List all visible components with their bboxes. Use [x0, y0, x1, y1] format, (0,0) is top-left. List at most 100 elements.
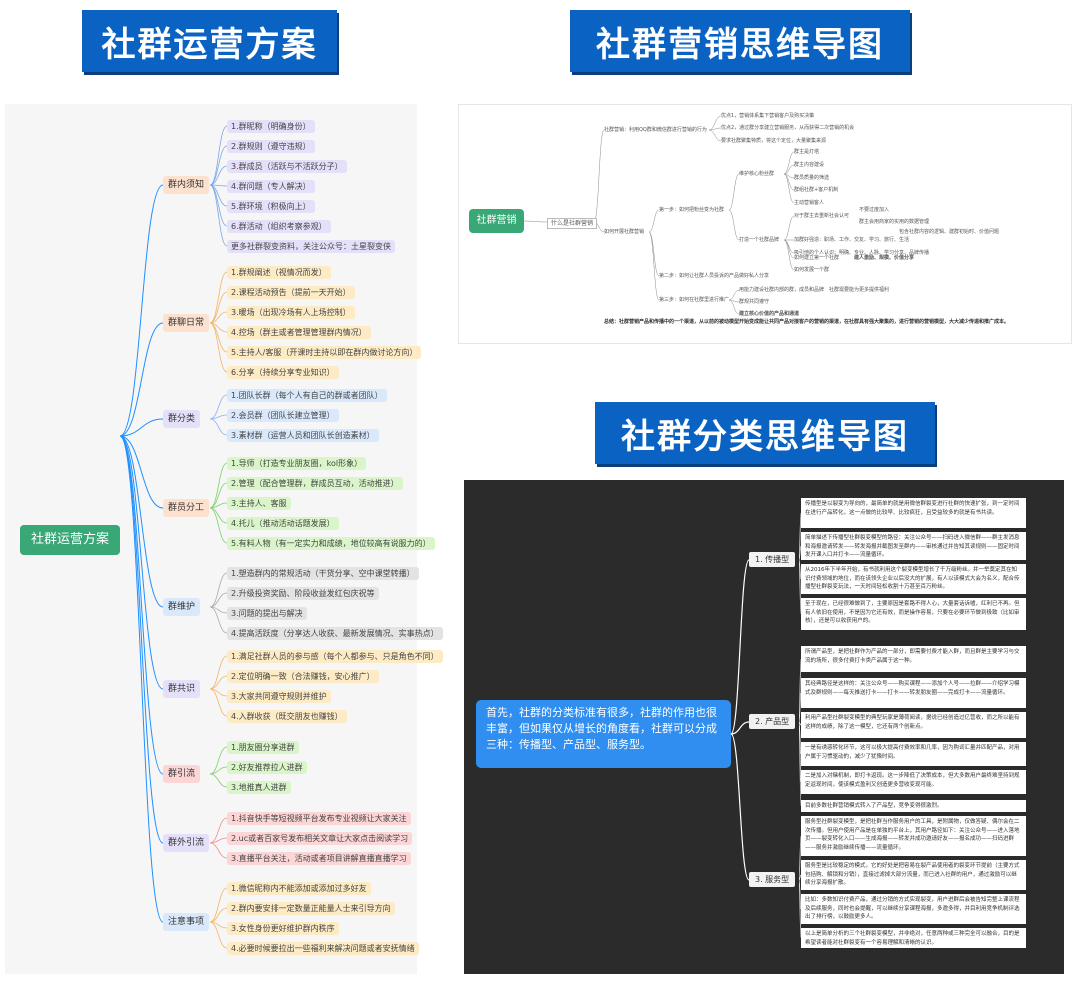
connector-line	[648, 209, 660, 233]
dark-text-box: 所谓产品型，是把社群作为产品的一部分，即需要付费才能入群，而且群是主要学习与交流…	[801, 646, 1026, 672]
left-item-node: 3.群成员（活跃与不活跃分子）	[227, 160, 347, 173]
connector-line	[209, 502, 228, 509]
left-item-node: 1.抖音快手等短视频平台发布专业视频让大家关注	[227, 812, 411, 825]
connector-line	[523, 220, 548, 223]
left-item-node: 4.群问题（专人解决）	[227, 180, 315, 193]
left-item-node: 4.托儿（推动活动话题发展）	[227, 517, 339, 530]
connector-line	[728, 299, 740, 303]
left-item-node: 3.素材群（运营人员和团队长创造素材）	[227, 429, 379, 442]
title-left-banner: 社群运营方案	[82, 10, 337, 72]
left-item-node: 3.问题的提出与解决	[227, 607, 307, 620]
connector-line	[728, 299, 740, 315]
dark-text-box: 传播型是以裂变为导向的，最简单的就是用微信群裂变进行社群的快速扩张，到一定时间在…	[801, 498, 1026, 528]
connector-line	[209, 184, 228, 207]
dark-root-node: 首先，社群的分类标准有很多，社群的作用也很丰富，但如果仅从增长的角度看，社群可以…	[476, 700, 731, 768]
right-text-node: 群组社群+客户机制	[794, 187, 839, 193]
left-item-node: 3.地推真人进群	[227, 781, 291, 794]
title-right-top-banner: 社群营销思维导图	[570, 10, 910, 72]
connector-line	[798, 721, 802, 807]
connector-line	[209, 592, 228, 608]
connector-line	[209, 291, 228, 324]
connector-line	[119, 435, 164, 923]
right-text-node: 对于群主去重新社会认可	[794, 213, 850, 219]
connector-line	[209, 145, 228, 186]
connector-line	[119, 435, 164, 775]
connector-line	[798, 559, 802, 615]
left-item-node: 4.控场（群主或者管理管理群内情况）	[227, 326, 371, 339]
connector-line	[648, 231, 660, 277]
right-text-node: 吸引他的个人认识：明确、专业、人脉、学习分享、品牌传播	[794, 250, 930, 256]
connector-line	[119, 418, 164, 437]
right-text-node: 群员质量的筛选	[794, 175, 830, 181]
right-text-node: 优点2，通过群分享建立营销服务，从而获得二次营销的机会	[721, 125, 855, 131]
classification-mindmap: 首先，社群的分类标准有很多，社群的作用也很丰富，但如果仅从增长的角度看，社群可以…	[464, 480, 1064, 974]
connector-line	[209, 507, 228, 544]
right-text-node: 如何发展一个群	[794, 267, 830, 273]
left-category-node: 群外引流	[163, 834, 210, 852]
connector-line	[209, 572, 228, 608]
connector-line	[209, 271, 228, 324]
left-item-node: 2.群规则（遵守违规）	[227, 140, 315, 153]
connector-line	[798, 692, 802, 723]
connector-line	[798, 879, 802, 939]
right-text-node: 如何建立第一个社群	[794, 255, 840, 261]
left-category-node: 群内须知	[163, 176, 210, 194]
left-category-node: 群聊日常	[163, 314, 210, 332]
dark-text-box: 简单描述下传播型社群裂变模型的路径：关注公众号——扫码进入微信群——群主发消息和…	[801, 532, 1026, 560]
right-text-node: 优点1，营销体系集下营销客户及购买决策	[721, 113, 815, 119]
connector-line	[119, 184, 164, 437]
left-category-node: 群分类	[163, 410, 201, 428]
right-text-node: 维护核心粉丝群	[739, 171, 775, 177]
left-item-node: 5.群环境（积极向上）	[227, 200, 315, 213]
right-text-node: 第二步：如何让社群人员投诉的产品	[659, 273, 740, 279]
connector-line	[708, 115, 722, 131]
connector-line	[708, 129, 722, 142]
connector-line	[730, 559, 750, 735]
title-right-bottom-banner: 社群分类思维导图	[595, 402, 935, 464]
connector-line	[119, 435, 164, 608]
left-item-node: 1.微信昵称内不能添加或添加过多好友	[227, 882, 371, 895]
connector-line	[209, 842, 228, 859]
connector-line	[708, 127, 722, 131]
connector-line	[209, 125, 228, 186]
left-item-node: 6.分享（持续分享专业知识）	[227, 366, 339, 379]
dark-branch-node: 3. 服务型	[749, 872, 796, 887]
connector-line	[209, 746, 228, 775]
right-text-node: 第三步：如何在社群里进行推广	[659, 297, 730, 303]
left-item-node: 3.暖场（出现冷场有人上场控制）	[227, 306, 355, 319]
right-text-node: 第一步：如何把粉丝变为社群	[659, 207, 725, 213]
connector-line	[209, 418, 228, 436]
connector-line	[209, 887, 228, 923]
connector-line	[730, 733, 750, 881]
connector-line	[783, 151, 795, 175]
dark-text-box: 服务型是比较稳定的模式，它的好处是把容易在裂产品使用者的裂变环节提前（主要方式包…	[801, 860, 1026, 890]
dark-text-box: 目前多数社群营销模式转入了产品型，竞争变得很激烈。	[801, 800, 1026, 812]
left-item-node: 2.课程活动预告（提前一天开始）	[227, 286, 355, 299]
right-text-node: 群主内容建设	[794, 162, 825, 168]
dark-text-box: 利用产品型社群裂变模型的典型玩家是薄荷阅读，据说已经创造过亿营收，而之所以能有这…	[801, 712, 1026, 738]
right-text-node: 包含社群内容的逻辑、建群初始时、价值问题	[899, 229, 1000, 235]
dark-text-box: 二是加入对赌机制，即打卡返现。这一步降低了决策成本，但大多数用户最终难坚持到规定…	[801, 770, 1026, 794]
dark-text-box: 以上是简单分析的三个社群裂变模型，并非绝对，任意两种或三种完全可以融合，目的是希…	[801, 928, 1026, 948]
dark-text-box: 比如：多数知识付费产品，通过分销的方式实现裂变，用户进群后会被告知完整上课流程及…	[801, 894, 1026, 924]
connector-line	[209, 688, 228, 717]
connector-line	[730, 721, 750, 735]
left-item-node: 2.管理（配合管理群，群成员互动，活动推进）	[227, 477, 403, 490]
left-item-node: 2.uc或者百家号发布相关文章让大家点击阅读学习	[227, 832, 413, 845]
right-root-node: 社群营销	[469, 209, 524, 233]
left-item-node: 6.群活动（组织考察参观）	[227, 220, 331, 233]
connector-line	[209, 837, 228, 844]
connector-line	[798, 874, 802, 881]
connector-line	[728, 173, 740, 211]
left-item-node: 2.好友推荐拉人进群	[227, 761, 307, 774]
connector-line	[119, 322, 164, 437]
left-item-node: 1.群昵称（明确身份）	[227, 120, 315, 133]
connector-line	[209, 921, 228, 949]
left-item-node: 1.塑造群内的常规活动（干货分享、空中课堂转播）	[227, 567, 419, 580]
connector-line	[209, 322, 228, 373]
connector-line	[119, 435, 164, 690]
right-text-node: 做好私人分享	[739, 273, 770, 279]
right-text-node: 群规共同遵守	[739, 299, 770, 305]
dark-text-box: 服务型社群裂变模型，是把社群当作服务用户的工具，是附属物，仅做答疑、偶尔会在二次…	[801, 816, 1026, 856]
left-item-node: 1.导师（打造专业朋友圈，kol形象）	[227, 457, 367, 470]
